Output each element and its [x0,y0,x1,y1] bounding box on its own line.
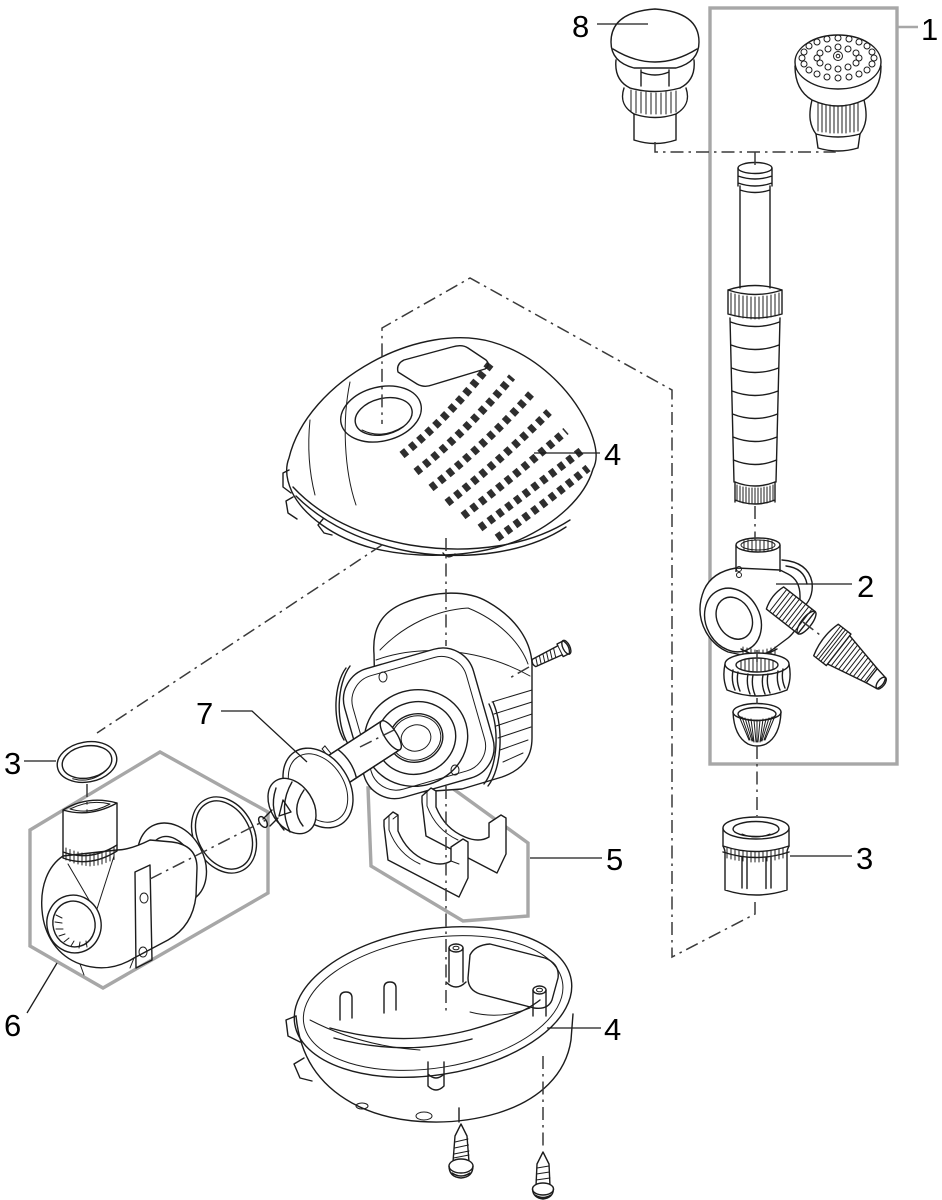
side-ring-port [703,587,763,653]
motor-screw-drawing [531,639,572,668]
callout-label-8: 8 [572,9,589,44]
jet-nub-ring-inner [813,43,863,73]
part5-clamps-drawing [383,787,507,898]
casing-outlet-hole [339,385,423,443]
clamp-rear [421,787,507,874]
grille-row [399,359,496,459]
thread-bushing-drawing [732,702,782,747]
hose-tail-axis [802,621,825,639]
part3-adapter-sleeve-drawing [722,816,790,896]
part1-multijet-nozzle-drawing [794,34,882,152]
group-box-part1 [708,6,899,766]
top-port-thread-lines [743,539,773,552]
inner-wall [467,943,559,1010]
bottom-screws-drawing [448,1107,555,1200]
callout-label-7: 7 [196,696,213,731]
part6-pump-housing-drawing [41,796,258,976]
part7-rotor-drawing [257,720,403,835]
motor-rib-lines [491,689,533,763]
inner-clip-tabs [339,981,445,1091]
casing-to-oring-axis [86,544,383,812]
part2-t-connector-drawing [699,537,817,661]
tube-section-rings [729,321,781,466]
nozzle-rib-lines [630,89,677,115]
motor-body-drawing [335,592,533,800]
nozzle-bridge-axis [654,142,836,166]
assembly-center-lines [86,142,836,1148]
spline-collar-lines [730,292,780,320]
grille-row [444,409,552,507]
bushing-knurl-lines [738,715,776,743]
grip-collar-lines [816,626,848,663]
callout-label-5: 5 [606,842,623,877]
callout-label-3-right: 3 [856,841,873,876]
screw-post-1 [445,947,467,988]
tail-ridge-lines [830,638,877,683]
leader-line-part6 [26,962,58,1014]
screw-thread-lines [535,645,563,667]
jet-nub-ring-outer [798,34,878,82]
callout-label-2: 2 [857,569,874,604]
grille-row [460,427,569,520]
pump-shaft-axis [149,729,395,880]
grille-row [428,391,534,492]
callout-label-4-bottom: 4 [604,1012,621,1047]
nozzle-neck-rib-lines [817,102,859,134]
casing-rim [293,925,573,1079]
part4-top-casing-drawing [282,337,597,558]
leader-line-part7 [221,710,308,763]
impeller-hub [267,777,317,835]
ring-nut-thread-lines [740,658,774,672]
grouping-boxes [28,6,918,990]
callouts: 1 8 2 3 4 5 4 6 3 7 [4,9,938,1047]
part8-vulkan-nozzle-drawing [610,8,700,145]
housing-oring-thin [190,796,258,874]
part4-bottom-casing-drawing [285,925,574,1123]
callout-label-1: 1 [921,12,938,47]
screw-axis [507,666,530,680]
part3-oring-drawing [56,740,118,784]
grille-row [477,447,584,532]
riser-to-casing-axis [381,277,756,959]
grille-row [494,464,591,542]
casing-side-clips [285,1015,313,1082]
casing-top-panel [396,345,489,387]
motor-clip-straps [335,665,501,787]
sleeve-knurl-lines [726,847,784,863]
neck-thread-lines [65,847,115,867]
callout-label-4-top: 4 [604,437,621,472]
callout-label-6: 6 [4,1008,21,1043]
screw-b-shaft [535,1151,551,1187]
part1-telescopic-tube-drawing [727,161,783,505]
hose-tail-adapter-drawing [812,623,887,690]
tube-end-thread-lines [736,484,774,505]
ring-nut-drawing [723,652,791,697]
impeller-vanes [272,781,305,833]
clamp-front [383,811,469,898]
inlet-thread-ticks [54,914,88,949]
group-box-part6 [28,750,270,990]
screw-post-2 [532,989,547,1017]
ring-nut-scallops [731,668,786,696]
callout-label-3-left: 3 [4,746,21,781]
male-thread-stub [765,586,817,635]
grille-row [413,374,516,476]
housing-inlet [46,894,102,954]
